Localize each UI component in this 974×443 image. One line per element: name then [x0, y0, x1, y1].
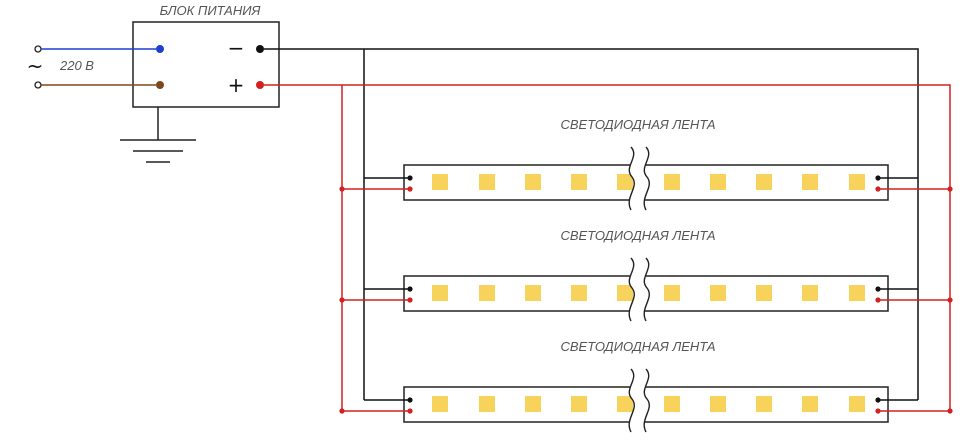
- led-strip: СВЕТОДИОДНАЯ ЛЕНТА: [339, 339, 953, 433]
- junction-dot: [407, 286, 413, 292]
- junction-dot: [407, 186, 413, 192]
- led-chip: [710, 285, 726, 301]
- negative-terminal: [256, 45, 264, 53]
- led-chip: [710, 174, 726, 190]
- led-chip: [849, 285, 865, 301]
- led-strips: СВЕТОДИОДНАЯ ЛЕНТА СВЕТОДИОДНАЯ ЛЕНТА СВЕТ…: [339, 117, 953, 433]
- led-chip: [525, 174, 541, 190]
- strip-break-line-left: [628, 146, 635, 211]
- negative-bus-right: [264, 48, 919, 400]
- led-chip: [525, 396, 541, 412]
- led-chip: [710, 396, 726, 412]
- mains-neutral-socket: [34, 81, 42, 89]
- junction-dot: [875, 175, 881, 181]
- junction-dot: [407, 408, 413, 414]
- led-strip-label: СВЕТОДИОДНАЯ ЛЕНТА: [560, 339, 715, 354]
- power-supply-title: БЛОК ПИТАНИЯ: [160, 3, 261, 18]
- led-chip: [571, 396, 587, 412]
- led-chip: [664, 396, 680, 412]
- strip-break: [629, 147, 650, 210]
- ground-icon: [120, 107, 196, 163]
- ac-symbol: ~: [27, 54, 44, 78]
- led-chip: [617, 396, 633, 412]
- junction-dot: [947, 297, 953, 303]
- positive-bus-right: [264, 84, 951, 411]
- mains-phase-socket: [34, 45, 42, 53]
- led-chip: [756, 174, 772, 190]
- junction-dot: [947, 408, 953, 414]
- led-chip: [802, 174, 818, 190]
- junction-dot: [875, 397, 881, 403]
- strip-break: [629, 258, 650, 321]
- led-chip: [525, 285, 541, 301]
- junction-dot: [407, 297, 413, 303]
- led-chip: [664, 285, 680, 301]
- led-chip: [432, 396, 448, 412]
- junction-dot: [875, 408, 881, 414]
- neutral-terminal: [156, 81, 164, 89]
- minus-symbol: −: [228, 36, 245, 60]
- junction-dot: [947, 186, 953, 192]
- strip-break-line-right: [643, 146, 650, 211]
- led-chip: [756, 285, 772, 301]
- junction-dot: [407, 175, 413, 181]
- led-chip: [432, 174, 448, 190]
- junction-dot: [339, 408, 345, 414]
- led-chip: [571, 174, 587, 190]
- phase-terminal: [156, 45, 164, 53]
- voltage-label: 220 В: [59, 58, 94, 73]
- led-chip: [571, 285, 587, 301]
- led-chip: [849, 174, 865, 190]
- strip-break: [629, 369, 650, 432]
- led-chip: [849, 396, 865, 412]
- junction-dot: [407, 397, 413, 403]
- junction-dot: [875, 186, 881, 192]
- plus-symbol: +: [228, 73, 245, 97]
- junction-dot: [339, 297, 345, 303]
- strip-break-line-right: [643, 368, 650, 433]
- led-chip: [802, 396, 818, 412]
- led-strip: СВЕТОДИОДНАЯ ЛЕНТА: [339, 117, 953, 211]
- led-chip: [617, 174, 633, 190]
- junction-dot: [875, 297, 881, 303]
- led-chip: [617, 285, 633, 301]
- led-strip-label: СВЕТОДИОДНАЯ ЛЕНТА: [560, 117, 715, 132]
- led-chip: [664, 174, 680, 190]
- mains-input: ~ 220 В: [27, 45, 156, 89]
- led-chip: [479, 174, 495, 190]
- led-chip: [802, 285, 818, 301]
- power-supply: БЛОК ПИТАНИЯ − +: [132, 3, 280, 108]
- junction-dot: [339, 186, 345, 192]
- power-supply-box: [132, 21, 280, 108]
- led-chip: [479, 285, 495, 301]
- junction-dot: [875, 286, 881, 292]
- positive-terminal: [256, 81, 264, 89]
- led-chip: [432, 285, 448, 301]
- led-strip: СВЕТОДИОДНАЯ ЛЕНТА: [339, 228, 953, 322]
- strip-break-line-right: [643, 257, 650, 322]
- led-strip-label: СВЕТОДИОДНАЯ ЛЕНТА: [560, 228, 715, 243]
- strip-break-line-left: [628, 257, 635, 322]
- strip-break-line-left: [628, 368, 635, 433]
- led-chip: [479, 396, 495, 412]
- led-chip: [756, 396, 772, 412]
